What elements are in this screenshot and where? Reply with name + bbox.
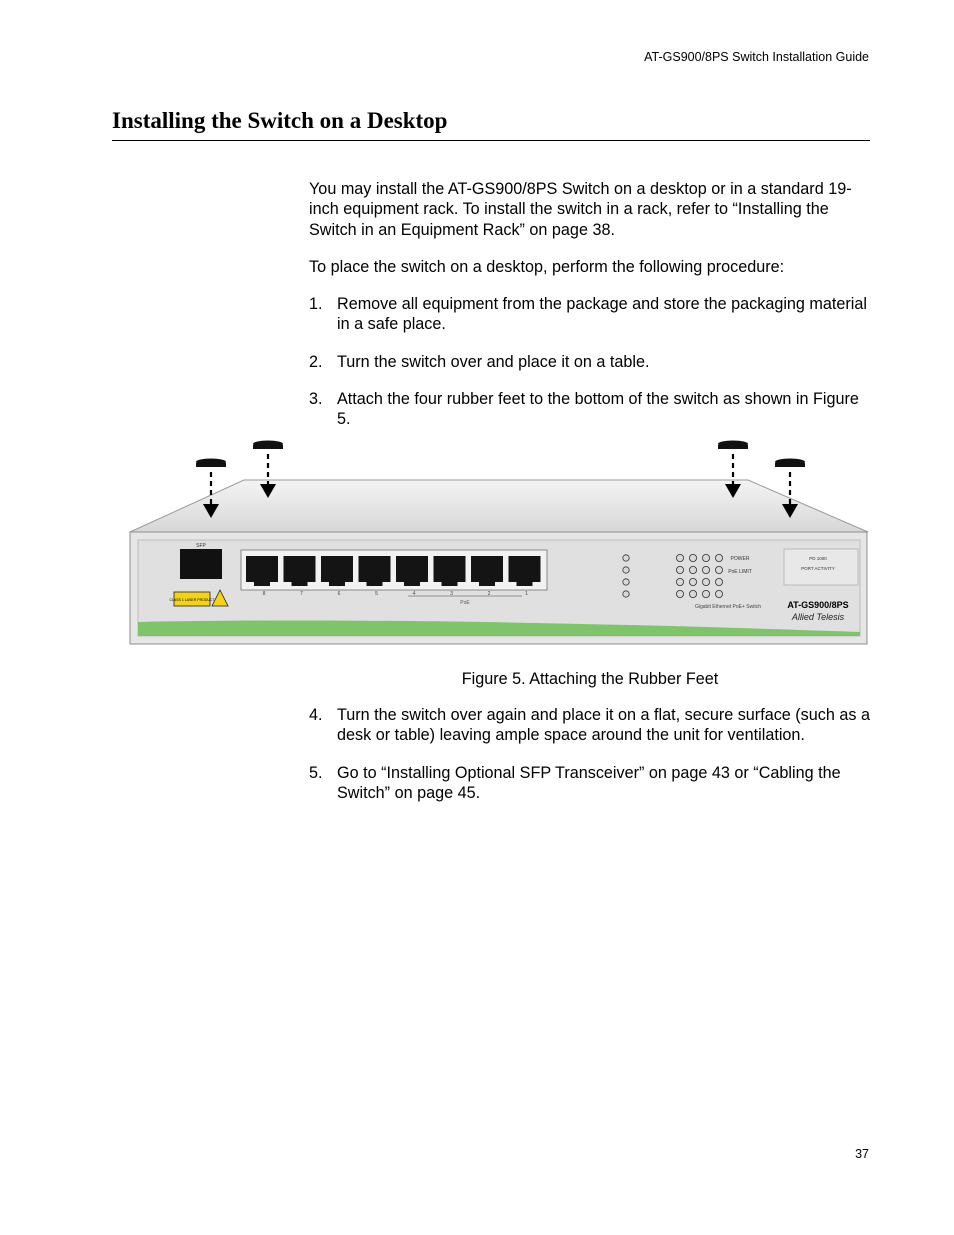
rubber-foot-1 [196, 458, 226, 518]
rj45-port [396, 556, 428, 586]
port-led [702, 554, 711, 563]
figure-rubber-feet: SFP CLASS 1 LASER PRODUCT 8 7 6 5 4 3 2 1 PoE P… [128, 436, 870, 648]
port-led [676, 577, 685, 586]
port-led [689, 589, 698, 598]
arrow-down-icon [260, 484, 276, 498]
poe-label: PoE [460, 600, 470, 606]
green-stripe [138, 620, 860, 636]
rj45-port [471, 556, 503, 586]
rubber-foot-2 [253, 440, 283, 498]
step-number: 1. [309, 295, 323, 313]
sfp-led [622, 578, 630, 586]
port-number-label: 1 [525, 591, 528, 597]
port-led [676, 589, 685, 598]
port-led [715, 589, 724, 598]
rj45-port [283, 556, 316, 586]
laser-label-text: CLASS 1 LASER PRODUCT [169, 598, 215, 602]
port-led [689, 554, 698, 563]
rubber-foot-3 [718, 440, 748, 498]
port-number-label: 2 [488, 591, 491, 597]
rubber-foot-4 [775, 458, 805, 518]
led-label-poe-limit: PoE LIMIT [728, 569, 752, 575]
sfp-led [622, 590, 630, 598]
port-led [715, 554, 724, 563]
port-number-label: 8 [263, 591, 266, 597]
rj45-port [433, 556, 466, 586]
port-led [702, 589, 711, 598]
page-number: 37 [855, 1147, 869, 1161]
rj45-port [246, 556, 278, 586]
rj45-port [508, 556, 541, 586]
model-name: AT-GS900/8PS [787, 600, 848, 610]
step-number: 4. [309, 706, 323, 724]
step-text: Remove all equipment from the package an… [337, 295, 867, 334]
section-title: Installing the Switch on a Desktop [112, 108, 448, 133]
port-led [676, 554, 685, 563]
led-label-pd: PD 1000 [809, 556, 827, 561]
intro-paragraph: You may install the AT-GS900/8PS Switch … [309, 180, 852, 239]
port-led [689, 565, 698, 574]
title-rule [112, 140, 870, 141]
sfp-led [622, 554, 630, 562]
procedure-intro: To place the switch on a desktop, perfor… [309, 258, 785, 276]
model-subtitle: Gigabit Ethernet PoE+ Switch [695, 604, 761, 610]
port-led [715, 565, 724, 574]
port-led [702, 577, 711, 586]
port-number-label: 6 [338, 591, 341, 597]
laser-label [173, 591, 211, 607]
step-number: 5. [309, 764, 323, 782]
arrow-down-icon [203, 504, 219, 518]
rj45-port [321, 556, 353, 586]
sfp-led [622, 566, 630, 574]
figure-caption: Figure 5. Attaching the Rubber Feet [461, 670, 719, 688]
sfp-port-label: SFP [196, 543, 206, 549]
port-number-label: 5 [375, 591, 378, 597]
switch-top-panel [129, 479, 869, 533]
switch-illustration: SFP CLASS 1 LASER PRODUCT 8 7 6 5 4 3 2 1 PoE P… [129, 440, 869, 645]
rj45-port [358, 556, 391, 586]
laser-warning-icon [211, 589, 229, 607]
port-number-label: 4 [413, 591, 416, 597]
sfp-port [180, 549, 222, 579]
step-number: 3. [309, 390, 323, 408]
running-header: AT-GS900/8PS Switch Installation Guide [644, 50, 869, 64]
port-led [689, 577, 698, 586]
brand-logo: Allied Telesis [791, 612, 845, 622]
port-number-label: 7 [300, 591, 303, 597]
port-number-label: 3 [450, 591, 453, 597]
arrow-down-icon [782, 504, 798, 518]
step-text: Turn the switch over and place it on a t… [337, 353, 650, 371]
port-led [676, 565, 685, 574]
step-text: Turn the switch over again and place it … [337, 706, 870, 745]
port-led [715, 577, 724, 586]
led-label-port-activity: PORT ACTIVITY [801, 566, 835, 571]
step-text: Attach the four rubber feet to the botto… [337, 390, 859, 429]
port-led [702, 565, 711, 574]
step-text: Go to “Installing Optional SFP Transceiv… [337, 764, 841, 803]
led-label-power: POWER [731, 556, 750, 562]
step-number: 2. [309, 353, 323, 371]
arrow-down-icon [725, 484, 741, 498]
